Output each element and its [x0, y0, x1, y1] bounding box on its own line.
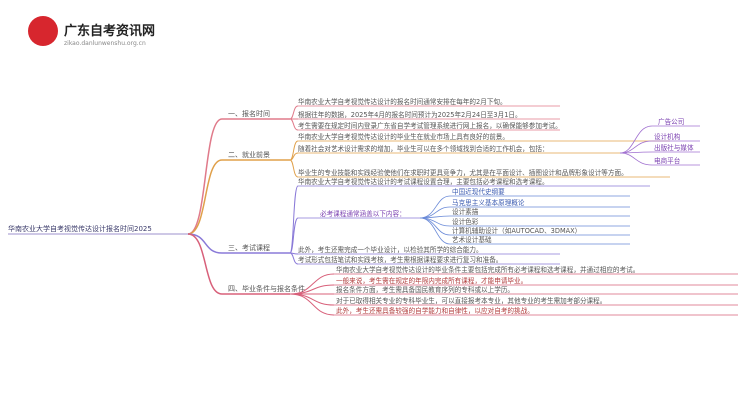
b2-sub-4: 电商平台 [654, 156, 681, 165]
b3-sub-5: 计算机辅助设计（如AUTOCAD、3DMAX） [452, 226, 581, 235]
logo-subtitle: zikao.danlunwenshu.org.cn [64, 40, 146, 47]
b4-connector-5 [289, 293, 335, 316]
b2-sub-3: 出版社与媒体 [654, 143, 694, 152]
root-node: 华南农业大学自考视觉传达设计报名时间2025 [8, 224, 152, 233]
site-logo: 广东自考资讯网 zikao.danlunwenshu.org.cn [28, 14, 178, 58]
b2-sub-2: 设计机构 [654, 132, 681, 141]
b1-child-1: 华南农业大学自考视觉传达设计的报名时间通常安排在每年的2月下旬。 [298, 97, 507, 106]
b3-child-4: 考试形式包括笔试和实践考核，考生需根据课程要求进行复习和准备。 [298, 255, 502, 264]
b4-child-1: 华南农业大学自考视觉传达设计的毕业条件主要包括完成所有必考课程和选考课程，并通过… [336, 265, 639, 274]
b3-sub-3: 设计素描 [452, 207, 479, 216]
branch-connector-4 [187, 233, 223, 295]
b3-sub-2: 马克思主义基本原理概论 [452, 198, 525, 207]
b3-sub-connector-5 [419, 217, 451, 236]
branch-connector-2 [187, 159, 223, 235]
b3-child-1: 华南农业大学自考视觉传达设计的考试课程设置合理，主要包括必考课程和选考课程。 [298, 177, 549, 186]
b2-sub-connector-4 [619, 152, 653, 166]
b2-connector-3 [289, 159, 299, 178]
b2-connector-1 [289, 140, 299, 161]
b2-child-1: 华南农业大学自考视觉传达设计的毕业生在就业市场上具有良好的前景。 [298, 132, 509, 141]
branch-connector-1 [187, 118, 223, 235]
branch-1-label: 一、报名时间 [228, 109, 270, 118]
b2-sub-connector-2 [619, 140, 653, 154]
logo-emblem-icon [28, 16, 58, 46]
b1-child-3: 考生需要在规定时间内登录广东省自学考试管理系统进行网上报名，以确保能够参加考试。 [298, 121, 562, 130]
b4-child-5: 此外，考生还需具备较强的自学能力和自律性，以应对自考的挑战。 [336, 306, 534, 315]
b4-child-2: 一般来说，考生需在规定的年限内完成所有课程，才能申请毕业。 [336, 276, 527, 285]
b3-sub-connector-6 [419, 217, 451, 245]
b1-connector-1 [289, 105, 299, 120]
b3-connector-4 [289, 252, 299, 265]
b2-child-3: 毕业生的专业技能和实践经验使他们在求职时更具竞争力，尤其是在平面设计、插图设计和… [298, 168, 628, 177]
b3-sub-4: 设计色彩 [452, 217, 479, 226]
b2-sub-1: 广告公司 [658, 117, 684, 126]
branch-4-label: 四、毕业条件与报名条件 [228, 284, 305, 293]
b3-child-3: 此外，考生还需完成一个毕业设计，以检验其所学的综合能力。 [298, 245, 483, 254]
b1-connector-3 [289, 118, 299, 131]
logo-title: 广东自考资讯网 [64, 24, 156, 39]
branch-2-label: 二、就业前景 [228, 150, 270, 159]
b3-sub-6: 艺术设计基础 [452, 235, 492, 244]
b1-child-2: 根据往年的数据，2025年4月的报名时间预计为2025年2月24日至3月1日。 [298, 110, 522, 119]
b2-child-2: 随着社会对艺术设计需求的增加，毕业生可以在多个领域找到合适的工作机会，包括： [298, 144, 549, 153]
b2-sub-connector-1 [619, 125, 653, 154]
b3-sub-connector-1 [419, 195, 451, 219]
b3-connector-2 [289, 217, 299, 254]
b4-child-4: 对于已取得相关专业的专科毕业生，可以直接报考本专业，其他专业的考生需加考部分课程… [336, 296, 606, 305]
branch-connector-3 [187, 233, 223, 254]
b3-sub-1: 中国近现代史纲要 [452, 187, 505, 196]
b4-child-3: 报名条件方面，考生需具备国民教育序列的专科或以上学历。 [336, 285, 514, 294]
branch-3-label: 三、考试课程 [228, 243, 270, 252]
b2-connector-2 [289, 152, 299, 161]
b3-child-2: 必考课程通常涵盖以下内容： [320, 209, 406, 218]
